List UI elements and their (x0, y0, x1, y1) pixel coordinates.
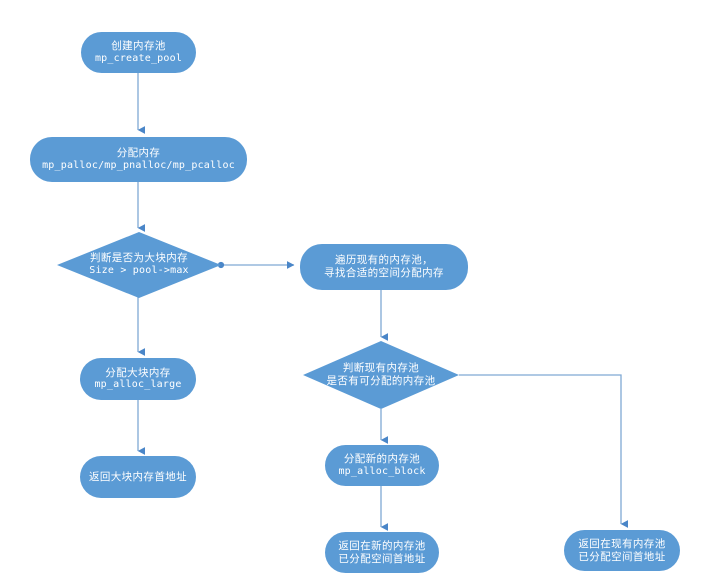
node-alloc-mem-line-1: 分配内存 (116, 147, 161, 159)
check-large-text: 判断是否为大块内存 Size > pool->max (89, 252, 189, 278)
node-alloc-large-line-2: mp_alloc_large (94, 379, 182, 391)
node-check-large-line-2: Size > pool->max (89, 265, 189, 277)
node-check-available-line-1: 判断现有内存池 (342, 361, 420, 374)
node-alloc-block[interactable]: 分配新的内存池 mp_alloc_block (325, 445, 439, 486)
node-return-existing-pool-addr-line-1: 返回在现有内存池 (578, 537, 666, 550)
node-return-new-pool-addr[interactable]: 返回在新的内存池 已分配空间首地址 (325, 532, 439, 573)
node-create-pool-line-2: mp_create_pool (94, 52, 183, 64)
node-traverse-pools-line-1: 遍历现有的内存池， (334, 254, 434, 267)
node-return-existing-pool-addr-line-2: 已分配空间首地址 (578, 550, 666, 563)
node-alloc-mem[interactable]: 分配内存 mp_palloc/mp_pnalloc/mp_pcalloc (30, 137, 247, 182)
node-return-new-pool-addr-line-2: 已分配空间首地址 (338, 552, 426, 565)
node-return-large-addr-line-1: 返回大块内存首地址 (88, 470, 188, 483)
node-traverse-pools-line-2: 寻找合适的空间分配内存 (324, 267, 444, 279)
check-available-text: 判断现有内存池 是否有可分配的内存池 (327, 362, 436, 388)
node-return-large-addr[interactable]: 返回大块内存首地址 (80, 456, 196, 498)
connector-check-available-to-return-existing (459, 374, 628, 528)
node-create-pool-line-1: 创建内存池 (111, 40, 166, 52)
check-available-diamond-shape (303, 341, 459, 409)
node-alloc-mem-line-2: mp_palloc/mp_pnalloc/mp_pcalloc (42, 159, 235, 171)
node-alloc-block-line-2: mp_alloc_block (338, 465, 426, 477)
node-alloc-block-line-1: 分配新的内存池 (343, 453, 421, 465)
node-check-large[interactable]: 判断是否为大块内存 Size > pool->max (57, 232, 221, 298)
node-check-available-line-2: 是否有可分配的内存池 (326, 375, 436, 387)
connector-check-large-to-traverse (217, 261, 295, 269)
node-return-new-pool-addr-line-1: 返回在新的内存池 (338, 539, 426, 552)
node-check-large-line-1: 判断是否为大块内存 (89, 252, 189, 265)
node-return-existing-pool-addr[interactable]: 返回在现有内存池 已分配空间首地址 (564, 530, 680, 571)
check-large-diamond-shape (57, 232, 221, 298)
node-check-available[interactable]: 判断现有内存池 是否有可分配的内存池 (303, 341, 459, 409)
node-traverse-pools[interactable]: 遍历现有的内存池， 寻找合适的空间分配内存 (300, 244, 468, 290)
node-alloc-large[interactable]: 分配大块内存 mp_alloc_large (80, 358, 196, 400)
node-create-pool[interactable]: 创建内存池 mp_create_pool (81, 32, 196, 73)
node-alloc-large-line-1: 分配大块内存 (105, 366, 171, 379)
